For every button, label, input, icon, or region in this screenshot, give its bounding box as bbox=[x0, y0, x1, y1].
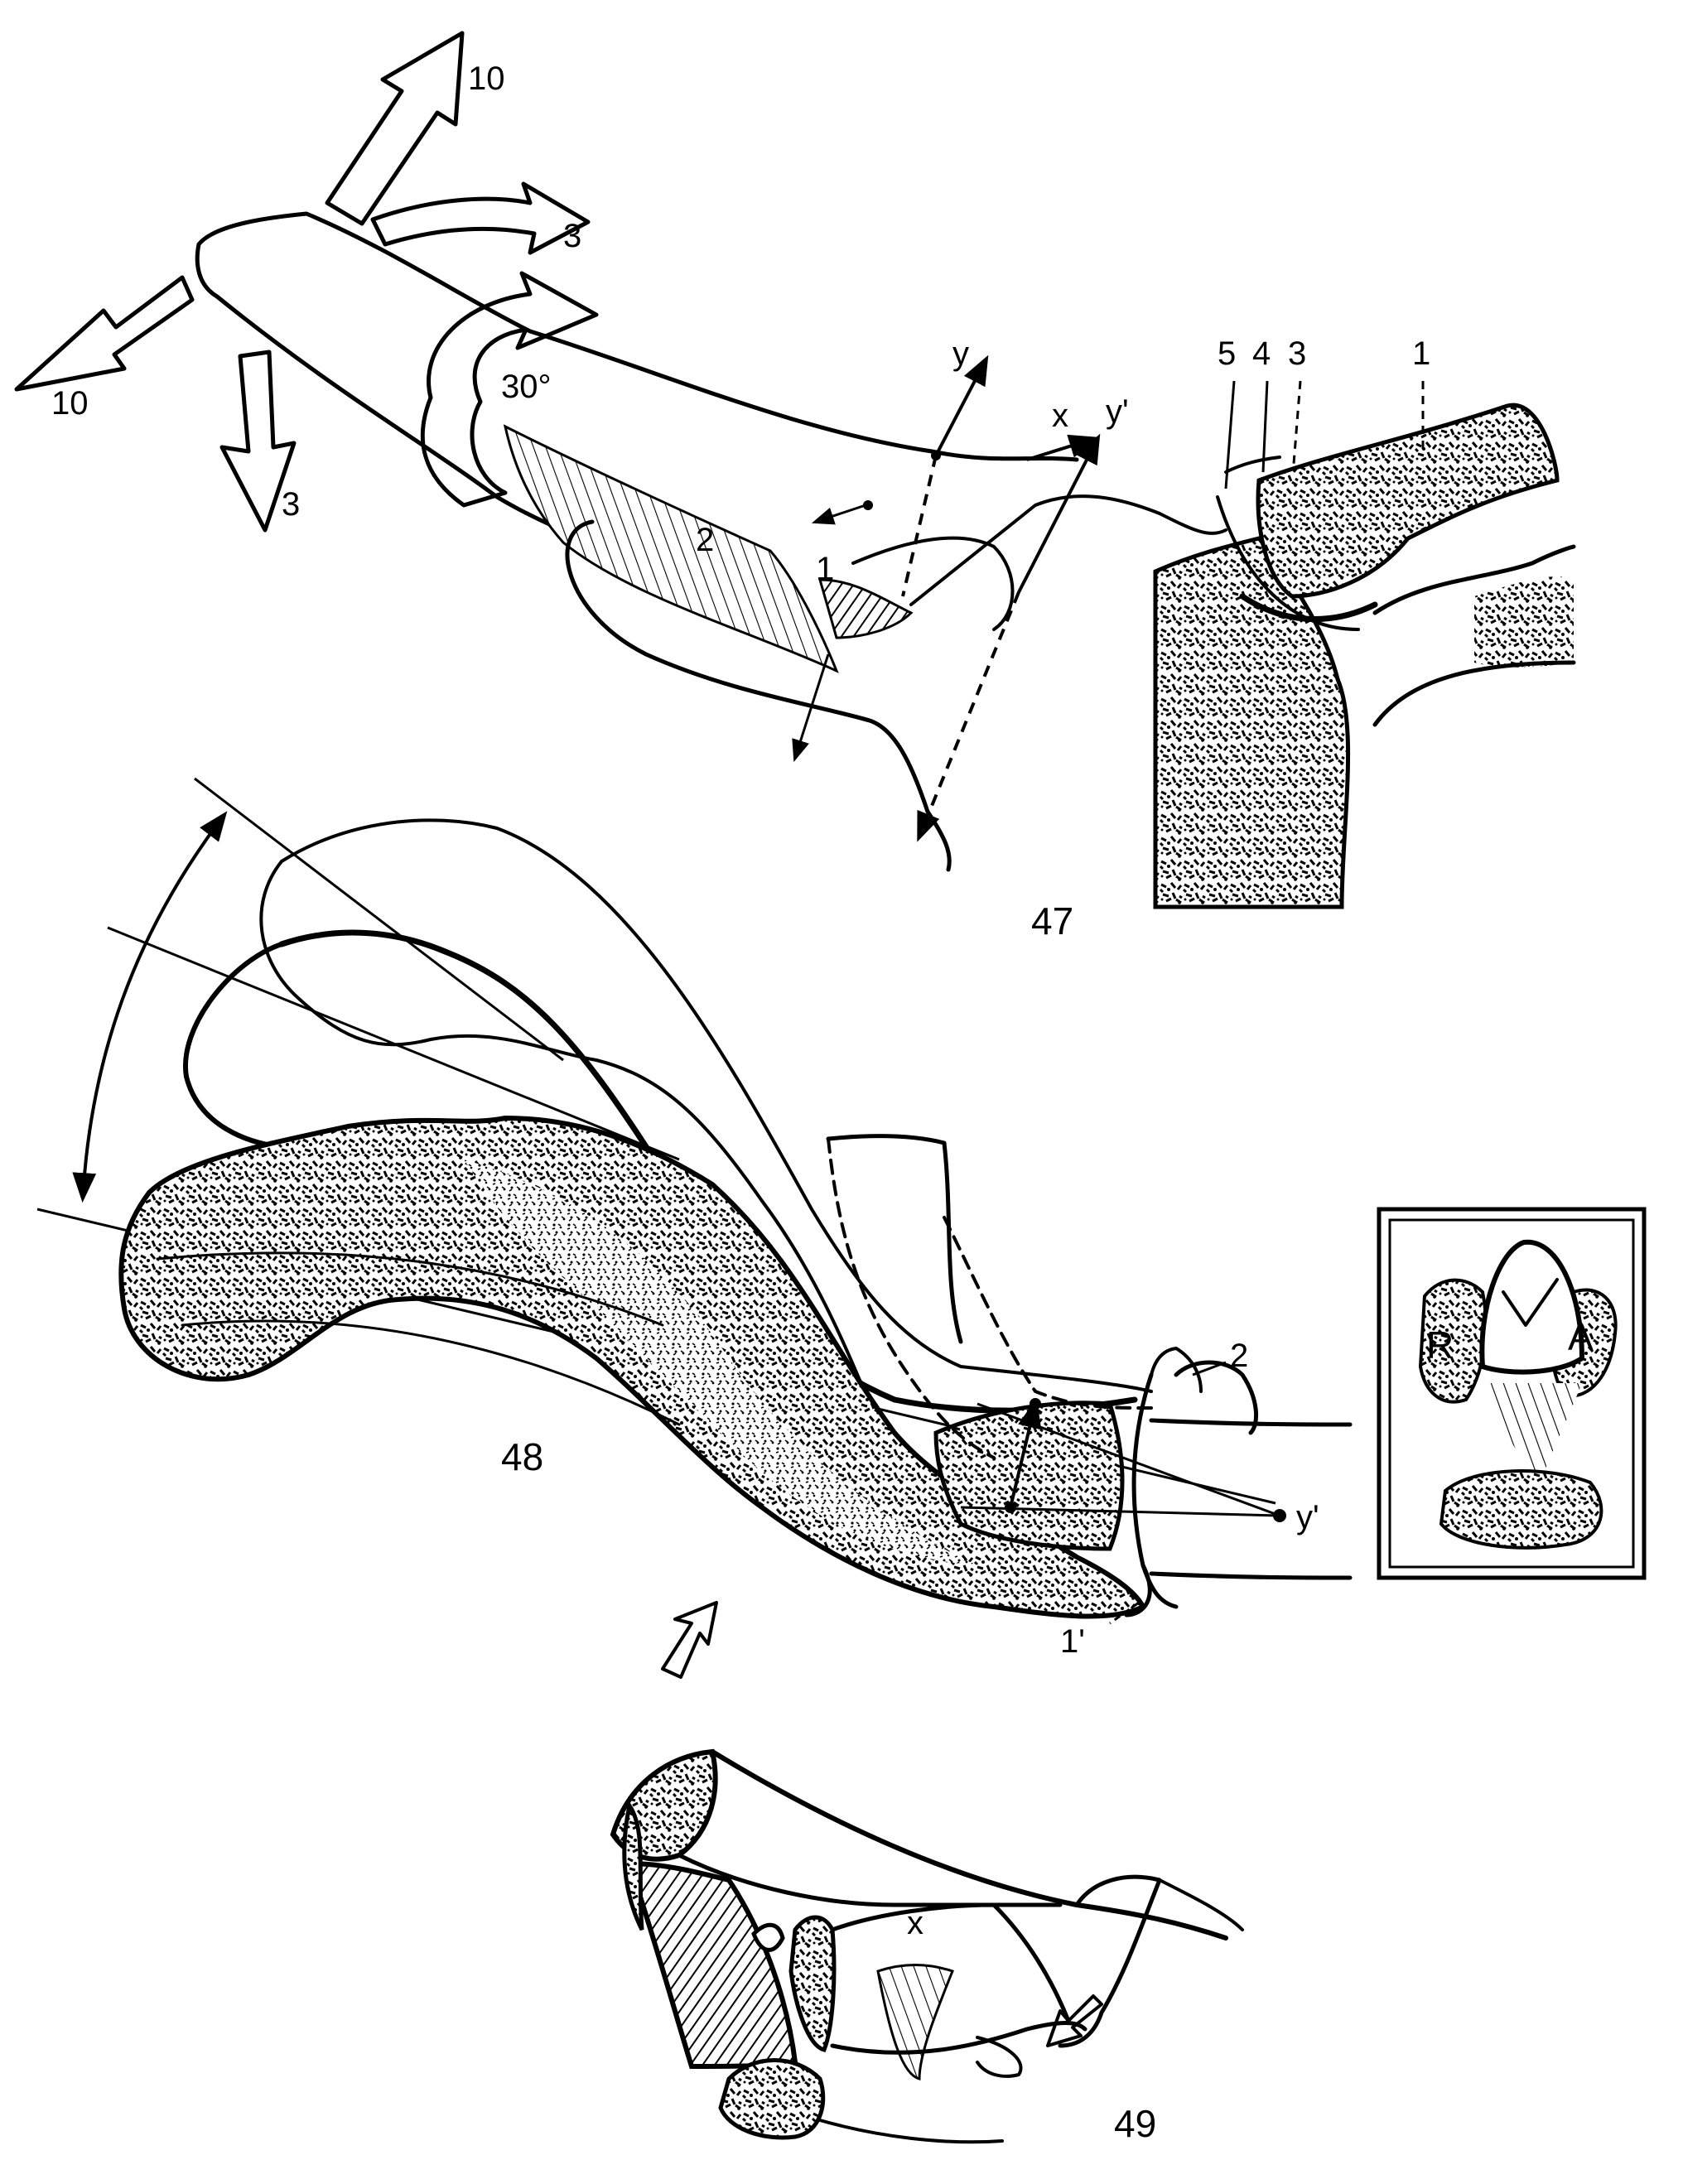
label-49-x: x bbox=[907, 1905, 923, 1941]
bone-outline-upper bbox=[280, 818, 1153, 1393]
label-arrow-down: 3 bbox=[282, 486, 300, 523]
cartilage-cap bbox=[1239, 593, 1378, 622]
label-48-part-1-prime: 1' bbox=[1060, 1623, 1085, 1660]
label-arrow-left: 10 bbox=[51, 385, 89, 422]
rotation-cuff bbox=[420, 271, 599, 508]
figure-number-49: 49 bbox=[1114, 2102, 1156, 2145]
axis-y-prime bbox=[1017, 433, 1101, 593]
inset-letter-left: R bbox=[1426, 1323, 1454, 1367]
hatched-fragment bbox=[625, 1860, 798, 2070]
hollow-arrow-left bbox=[14, 275, 195, 392]
label-48-part-2: 2 bbox=[1230, 1338, 1248, 1374]
bone-head-section bbox=[1256, 403, 1560, 599]
articular-hatched-area bbox=[503, 424, 839, 673]
lower-bone-section bbox=[718, 2058, 826, 2140]
inset-letter-right: A bbox=[1568, 1315, 1594, 1358]
figure-47: 10 3 10 3 30° y x y' 5 4 3 1 2 1 47 bbox=[14, 31, 1576, 943]
angle-arc bbox=[72, 811, 228, 1203]
middle-fragment bbox=[788, 1915, 837, 2052]
hollow-arrow-right bbox=[370, 181, 591, 255]
cortical-bone-section bbox=[1153, 536, 1351, 909]
inset-cross-section: R A bbox=[1377, 1207, 1647, 1580]
axis-y bbox=[934, 354, 989, 456]
label-arrow-right: 3 bbox=[563, 218, 581, 254]
figure-48: 2 1' y' 48 R A bbox=[36, 777, 1647, 1660]
label-part-1: 1 bbox=[1412, 335, 1430, 372]
axis-x bbox=[1026, 434, 1099, 461]
figure-number-47: 47 bbox=[1031, 899, 1073, 943]
hollow-arrow-upward bbox=[661, 1601, 718, 1679]
figure-number-48: 48 bbox=[501, 1435, 543, 1478]
label-axis-x: x bbox=[1052, 398, 1068, 434]
label-axis-y: y bbox=[952, 335, 969, 372]
label-48-y-prime: y' bbox=[1296, 1499, 1319, 1536]
bone-shaft bbox=[196, 211, 1079, 462]
fragment-upper bbox=[826, 1134, 963, 1344]
joint-cup bbox=[1131, 1372, 1179, 1609]
label-part-3: 3 bbox=[1288, 335, 1306, 372]
label-rotation-angle: 30° bbox=[501, 369, 552, 405]
label-axis-y-prime: y' bbox=[1106, 393, 1129, 430]
hollow-arrow-up-right bbox=[325, 31, 465, 226]
label-part-4: 4 bbox=[1252, 335, 1271, 372]
hollow-arrow-down-left bbox=[1046, 1994, 1103, 2047]
hollow-arrow-down bbox=[219, 350, 297, 533]
label-part-5: 5 bbox=[1218, 335, 1236, 372]
figure-49: x 49 bbox=[610, 1601, 1244, 2145]
reference-line-1 bbox=[194, 777, 564, 1062]
label-arrow-up: 10 bbox=[468, 60, 505, 97]
spongy-bone-section bbox=[118, 1115, 1147, 1619]
label-part-1-small: 1 bbox=[816, 551, 834, 587]
fibrous-band bbox=[876, 1964, 954, 2080]
label-part-2: 2 bbox=[696, 522, 714, 558]
